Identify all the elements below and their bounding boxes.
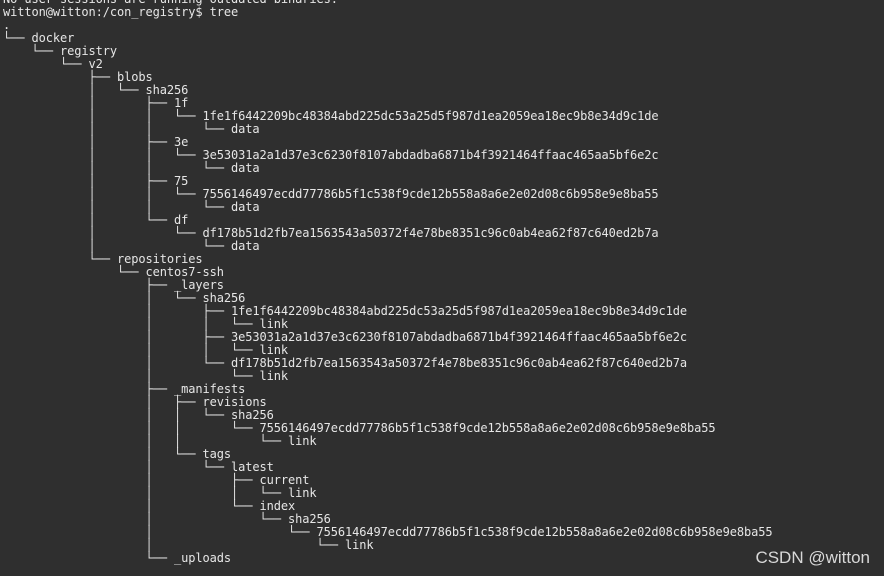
tree-line: . — [3, 18, 11, 32]
tree-line: └── centos7-ssh — [3, 265, 224, 279]
tree-line: │ │ └── 1fe1f6442209bc48384abd225dc53a25… — [3, 109, 659, 123]
tree-line: │ ├── current — [3, 473, 310, 487]
tree-line: │ │ └── link — [3, 343, 288, 357]
tree-line: └── _uploads — [3, 551, 231, 565]
tree-line: │ └── sha256 — [3, 512, 331, 526]
tree-line: │ └── tags — [3, 447, 231, 461]
tree-line: │ │ └── 3e53031a2a1d37e3c6230f8107abdadb… — [3, 148, 659, 162]
tree-line: │ └── df — [3, 213, 189, 227]
tree-line: │ ├── 1f — [3, 96, 189, 110]
tree-line: │ └── 7556146497ecdd77786b5f1c538f9cde12… — [3, 525, 773, 539]
tree-line: │ │ └── sha256 — [3, 408, 274, 422]
tree-line: ├── blobs — [3, 70, 153, 84]
tree-line: │ ├── 3e53031a2a1d37e3c6230f8107abdadba6… — [3, 330, 687, 344]
tree-line: └── docker — [3, 31, 75, 45]
tree-line: ├── _layers — [3, 278, 224, 292]
tree-line: │ ├── 3e — [3, 135, 189, 149]
tree-line: │ │ └── link — [3, 317, 288, 331]
tree-line: │ │ └── 7556146497ecdd77786b5f1c538f9cde… — [3, 187, 659, 201]
tree-line: │ └── latest — [3, 460, 274, 474]
tree-line: │ └── df178b51d2fb7ea1563543a50372f4e78b… — [3, 356, 687, 370]
tree-line: │ └── df178b51d2fb7ea1563543a50372f4e78b… — [3, 226, 659, 240]
tree-line: │ │ └── data — [3, 200, 260, 214]
tree-line: │ ├── revisions — [3, 395, 267, 409]
tree-line: └── registry — [3, 44, 117, 58]
tree-line: │ └── sha256 — [3, 83, 189, 97]
tree-line: │ └── sha256 — [3, 291, 246, 305]
tree-line: └── v2 — [3, 57, 103, 71]
tree-line: │ │ └── 7556146497ecdd77786b5f1c538f9cde… — [3, 421, 716, 435]
tree-line: │ └── link — [3, 369, 288, 383]
tree-line: │ ├── 75 — [3, 174, 189, 188]
tree-line: │ └── link — [3, 538, 374, 552]
motd-line: No user sessions are running outdated bi… — [3, 0, 338, 6]
tree-line: │ │ └── link — [3, 486, 317, 500]
tree-line: ├── _manifests — [3, 382, 246, 396]
tree-line: │ │ └── link — [3, 434, 317, 448]
prompt-line: witton@witton:/con_registry$ tree — [3, 5, 239, 19]
watermark: CSDN @witton — [755, 548, 870, 567]
tree-line: │ ├── 1fe1f6442209bc48384abd225dc53a25d5… — [3, 304, 687, 318]
tree-line: │ │ └── data — [3, 161, 260, 175]
tree-line: │ └── index — [3, 499, 296, 513]
tree-line: └── repositories — [3, 252, 203, 266]
tree-line: │ │ └── data — [3, 122, 260, 136]
tree-line: │ └── data — [3, 239, 260, 253]
